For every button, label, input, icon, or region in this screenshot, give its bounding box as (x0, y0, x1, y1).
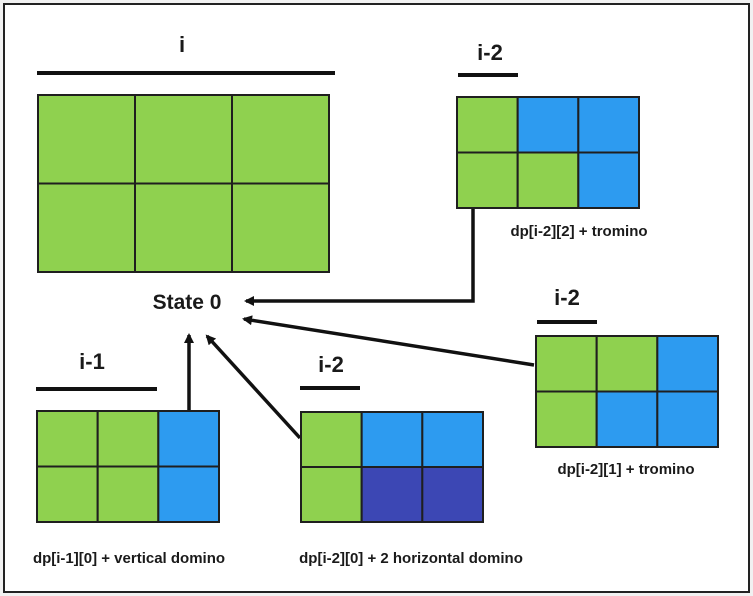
bottom-middle-cell-indigo (360, 466, 424, 523)
right-cell-blue (656, 335, 720, 393)
bottom-left-cell-green (36, 465, 99, 523)
top-right-cell-green (516, 151, 580, 209)
top-right-block-caption: dp[i-2][2] + tromino (510, 223, 647, 240)
right-block-caption: dp[i-2][1] + tromino (557, 461, 694, 478)
bottom-middle-cell-blue (421, 411, 484, 468)
main-cell-green (231, 94, 330, 185)
bottom-left-block-header: i-1 (79, 349, 105, 374)
bottom-left-cell-blue (157, 465, 220, 523)
arrows (184, 209, 535, 440)
bottom-left-cell-blue (157, 410, 220, 468)
bottom-left-cell-green (96, 465, 160, 523)
right-cell-green (535, 335, 598, 393)
top-right-cell-blue (516, 96, 580, 154)
main-cell-green (134, 182, 233, 273)
bottom-middle-block-header: i-2 (318, 352, 344, 377)
state-0-label: State 0 (153, 291, 222, 314)
main-grid (37, 94, 330, 273)
right-cell-green (535, 390, 598, 448)
arrow-from-right (242, 315, 535, 367)
top-right-cell-green (456, 96, 519, 154)
main-cell-green (37, 182, 136, 273)
bottom-middle-cell-green (300, 466, 363, 523)
right-block-header: i-2 (554, 285, 580, 310)
main-cell-green (37, 94, 136, 185)
top-right-cell-blue (577, 151, 641, 209)
bottom-middle-block-caption: dp[i-2][0] + 2 horizontal domino (299, 550, 523, 567)
right-grid (535, 335, 720, 448)
bottom-left-block-caption: dp[i-1][0] + vertical domino (33, 550, 225, 567)
arrow-from-top-right (244, 209, 475, 306)
bottom-middle-grid (300, 411, 484, 523)
bottom-middle-cell-blue (360, 411, 424, 468)
tiling-grids (36, 94, 720, 523)
right-cell-green (595, 335, 659, 393)
arrow-from-bottom-middle (205, 334, 302, 440)
main-cell-green (231, 182, 330, 273)
right-cell-blue (656, 390, 720, 448)
top-right-grid (456, 96, 641, 209)
main-block-header: i (179, 32, 185, 57)
main-cell-green (134, 94, 233, 185)
top-right-block-header: i-2 (477, 40, 503, 65)
bottom-middle-cell-green (300, 411, 363, 468)
top-right-cell-green (456, 151, 519, 209)
top-right-cell-blue (577, 96, 641, 154)
bottom-left-cell-green (96, 410, 160, 468)
bottom-middle-cell-indigo (421, 466, 484, 523)
bottom-left-grid (36, 410, 220, 523)
right-cell-blue (595, 390, 659, 448)
bottom-left-cell-green (36, 410, 99, 468)
